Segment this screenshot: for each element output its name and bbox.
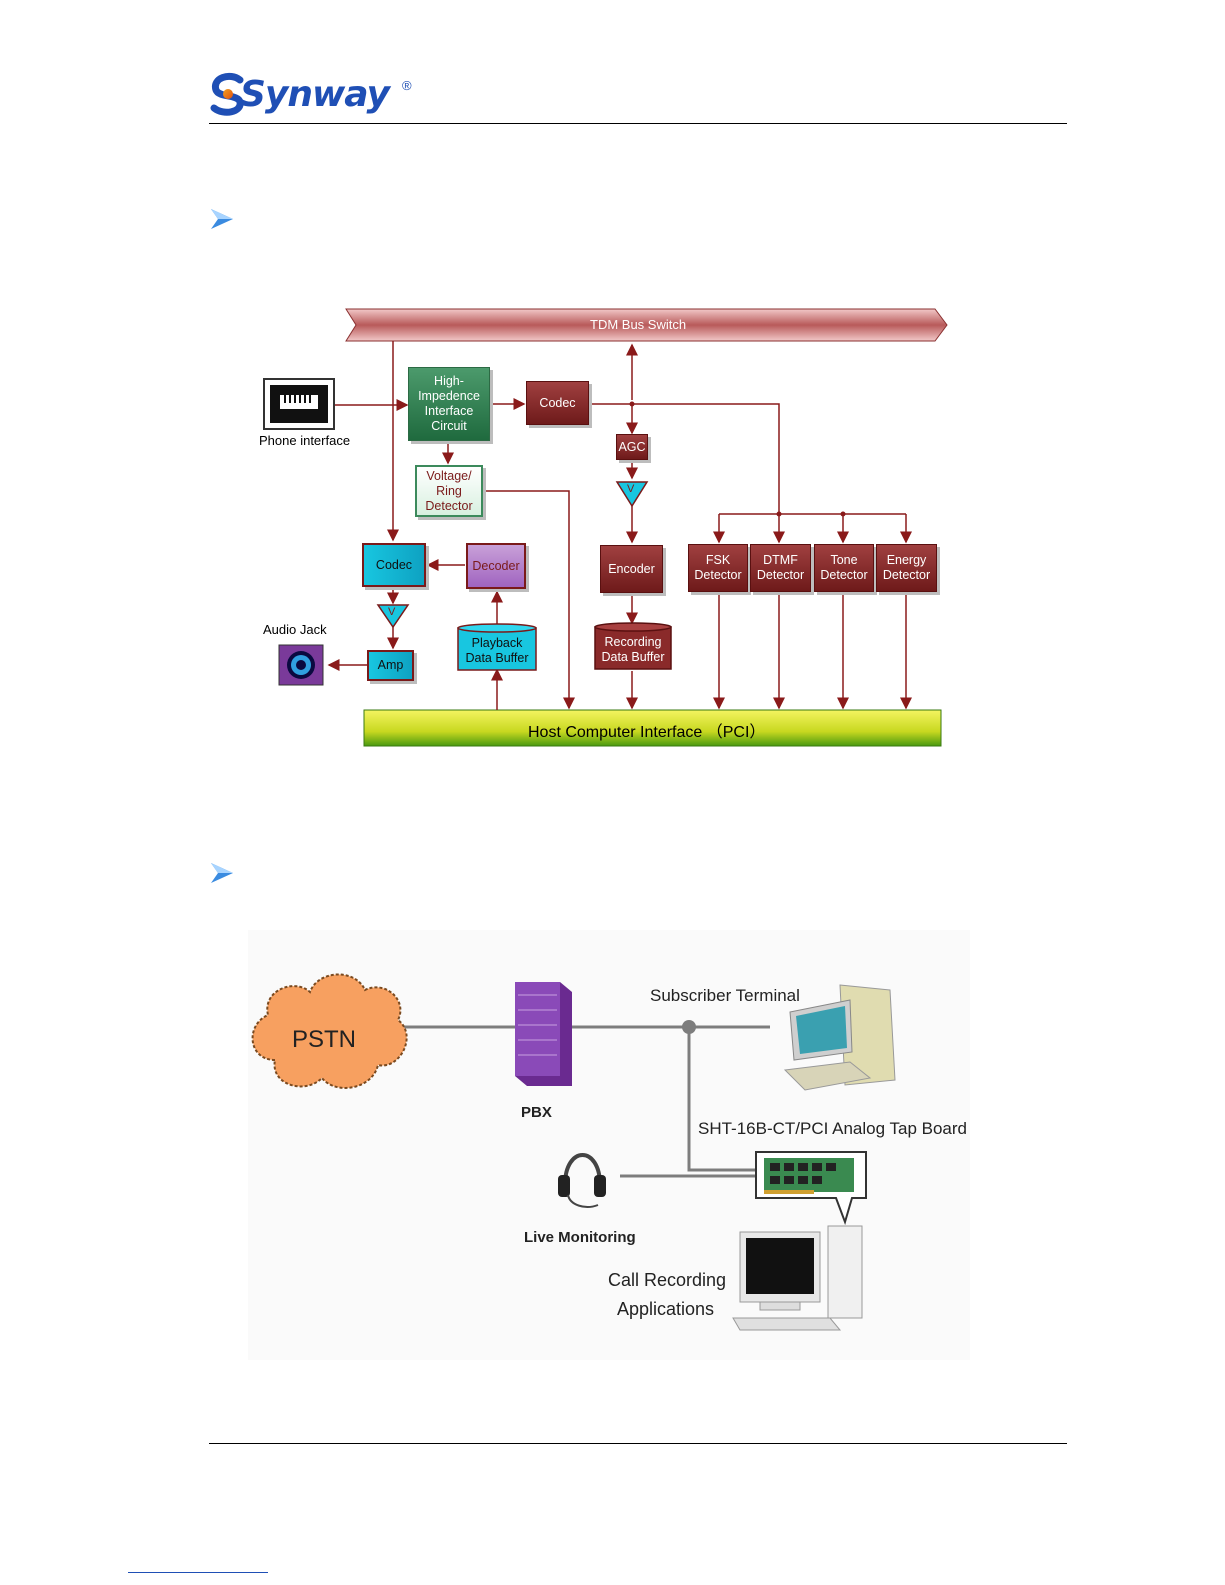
codec-left-block: Codec bbox=[362, 543, 426, 587]
dtmf-detector-block: DTMF Detector bbox=[750, 544, 811, 592]
diagram-connectors bbox=[263, 308, 948, 747]
high-impedance-circuit-block: High- Impedence Interface Circuit bbox=[408, 367, 490, 441]
chevron-bullet-icon bbox=[211, 209, 233, 229]
energy-detector-block: Energy Detector bbox=[876, 544, 937, 592]
gain-label-1: V bbox=[627, 483, 635, 495]
agc-block: AGC bbox=[616, 434, 648, 460]
logo-swirl-icon bbox=[210, 72, 244, 116]
pstn-cloud-icon bbox=[251, 973, 408, 1089]
recording-buffer-block: Recording Data Buffer bbox=[601, 635, 665, 664]
call-recording-label-line1: Call Recording bbox=[608, 1270, 727, 1290]
logo-registered-mark: ® bbox=[402, 78, 412, 93]
tdm-bus-shape bbox=[345, 308, 948, 342]
audio-jack-icon bbox=[278, 644, 324, 686]
tdm-bus-label: TDM Bus Switch bbox=[590, 317, 687, 332]
audio-jack-label: Audio Jack bbox=[263, 622, 327, 637]
tone-detector-block: Tone Detector bbox=[814, 544, 874, 592]
codec-top-block: Codec bbox=[526, 381, 589, 425]
gain-label-2: V bbox=[388, 606, 396, 618]
subscriber-terminal-label: Subscriber Terminal bbox=[650, 986, 800, 1005]
voltage-ring-detector-block: Voltage/ Ring Detector bbox=[415, 465, 483, 517]
footer-link-underline[interactable] bbox=[128, 1572, 268, 1573]
pbx-label: PBX bbox=[521, 1104, 552, 1121]
subscriber-computer-icon bbox=[783, 984, 896, 1091]
call-recording-label-line2: Applications bbox=[617, 1299, 715, 1319]
logo-text: Synway bbox=[240, 74, 390, 115]
encoder-block: Encoder bbox=[600, 545, 663, 593]
recording-computer-icon bbox=[732, 1225, 863, 1331]
phone-interface-label: Phone interface bbox=[259, 433, 351, 448]
chevron-bullet-icon bbox=[211, 863, 233, 883]
playback-buffer-block: Playback Data Buffer bbox=[465, 636, 529, 665]
decoder-block: Decoder bbox=[466, 543, 526, 589]
headset-icon bbox=[558, 1153, 606, 1208]
fsk-detector-block: FSK Detector bbox=[688, 544, 748, 592]
pstn-label: PSTN bbox=[292, 1026, 357, 1053]
host-interface-shape bbox=[363, 709, 942, 747]
header-rule bbox=[209, 123, 1067, 124]
tap-board-icon bbox=[755, 1151, 867, 1226]
gain-triangle-icon bbox=[376, 481, 649, 629]
pbx-rack-icon bbox=[515, 982, 572, 1086]
footer-rule bbox=[209, 1443, 1067, 1444]
buffer-cylinders bbox=[457, 622, 672, 671]
host-interface-label: Host Computer Interface （PCI） bbox=[528, 724, 766, 741]
amp-block: Amp bbox=[367, 650, 414, 681]
phone-jack-icon bbox=[263, 378, 335, 430]
application-diagram-art bbox=[251, 973, 896, 1331]
live-monitoring-label: Live Monitoring bbox=[524, 1229, 636, 1246]
tap-board-label: SHT-16B-CT/PCI Analog Tap Board bbox=[698, 1119, 967, 1138]
